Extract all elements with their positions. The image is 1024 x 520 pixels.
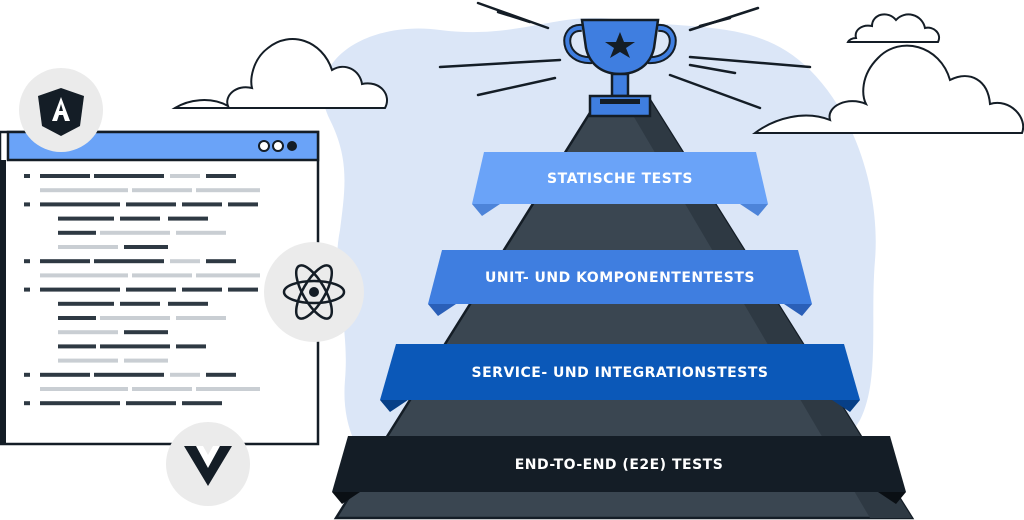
pyramid-level-label: END-TO-END (E2E) TESTS (515, 457, 724, 473)
trophy-icon (563, 18, 677, 118)
cloud-top-right (846, 13, 940, 43)
code-line-segment (100, 344, 170, 349)
code-line-segment (58, 344, 96, 349)
code-line-segment (58, 316, 96, 320)
code-line-segment (182, 401, 222, 406)
code-line-segment (182, 202, 222, 207)
angular-icon (38, 88, 84, 136)
pyramid-level-label: SERVICE- UND INTEGRATIONSTESTS (472, 365, 769, 381)
code-line-segment (182, 287, 222, 292)
banner-fold (428, 304, 456, 316)
banner-shape (428, 250, 812, 304)
code-line-segment (58, 330, 118, 335)
code-line-segment (40, 259, 90, 264)
code-line-segment (176, 316, 226, 320)
code-line-segment (170, 372, 200, 377)
code-line-segment (206, 372, 236, 377)
code-line-segment (24, 401, 30, 406)
code-line-segment (24, 202, 30, 207)
code-line-segment (40, 287, 120, 292)
banner-fold (472, 204, 500, 216)
code-line-segment (124, 330, 168, 335)
vue-icon (184, 446, 232, 486)
code-line-segment (170, 174, 200, 178)
banner-fold (332, 492, 360, 504)
code-line-segment (40, 174, 90, 178)
code-line-segment (40, 372, 90, 377)
pyramid-level-label: UNIT- UND KOMPONENTENTESTS (485, 270, 755, 286)
pyramid-level-1: STATISCHE TESTS (472, 152, 768, 216)
code-line-segment (24, 372, 30, 377)
code-line-segment (176, 344, 206, 349)
code-line-segment (228, 202, 258, 207)
code-line-segment (58, 301, 114, 306)
angular-badge (19, 68, 103, 152)
code-line-segment (24, 287, 30, 292)
pyramid-shadow (624, 100, 912, 518)
trophy-rays (438, 1, 812, 110)
code-line-segment (58, 358, 118, 363)
code-line-segment (196, 273, 260, 278)
code-line-segment (126, 202, 176, 207)
code-line-segment (126, 401, 176, 406)
banner-shape (332, 436, 906, 492)
code-line-segment (120, 301, 160, 306)
cloud-right (751, 44, 1024, 134)
pyramid-level-2: UNIT- UND KOMPONENTENTESTS (428, 250, 812, 316)
code-line-segment (132, 387, 192, 391)
banner-shape (380, 344, 860, 400)
code-line-segment (40, 401, 120, 406)
banner-fold (832, 400, 860, 412)
window-dot-icon (272, 140, 284, 152)
window-dot-icon (258, 140, 270, 152)
banner-shape (472, 152, 768, 204)
window-dot-icon (287, 141, 297, 151)
code-line-segment (24, 174, 30, 178)
code-line-segment (94, 259, 164, 264)
code-line-segment (58, 230, 96, 235)
react-icon (282, 264, 346, 320)
code-line-segment (196, 387, 260, 391)
code-line-segment (94, 174, 164, 178)
code-line-segment (120, 216, 160, 221)
vue-badge (166, 422, 250, 506)
code-line-segment (126, 287, 176, 292)
code-line-segment (228, 287, 258, 292)
code-line-segment (94, 372, 164, 377)
banner-fold (784, 304, 812, 316)
code-line-segment (100, 230, 170, 235)
banner-fold (380, 400, 408, 412)
code-line-segment (206, 174, 236, 178)
code-lines (24, 174, 260, 406)
code-line-segment (24, 259, 30, 264)
code-line-segment (168, 301, 208, 306)
code-line-segment (40, 387, 128, 391)
code-line-segment (196, 188, 260, 193)
code-line-segment (132, 273, 192, 278)
code-line-segment (40, 188, 128, 193)
code-line-segment (206, 259, 236, 264)
code-line-segment (170, 259, 200, 264)
code-line-segment (132, 188, 192, 193)
code-line-segment (100, 316, 170, 320)
code-line-segment (40, 202, 120, 207)
code-line-segment (176, 230, 226, 235)
cloud-left (171, 38, 388, 109)
banner-fold (878, 492, 906, 504)
code-line-segment (124, 245, 168, 249)
react-badge (264, 242, 364, 342)
code-line-segment (58, 245, 118, 249)
pyramid-level-label: STATISCHE TESTS (547, 171, 693, 187)
banner-fold (740, 204, 768, 216)
pyramid-level-4: END-TO-END (E2E) TESTS (332, 436, 906, 504)
code-line-segment (58, 216, 114, 221)
code-line-segment (124, 358, 168, 363)
code-line-segment (168, 216, 208, 221)
pyramid-level-3: SERVICE- UND INTEGRATIONSTESTS (380, 344, 860, 412)
code-line-segment (40, 273, 128, 278)
